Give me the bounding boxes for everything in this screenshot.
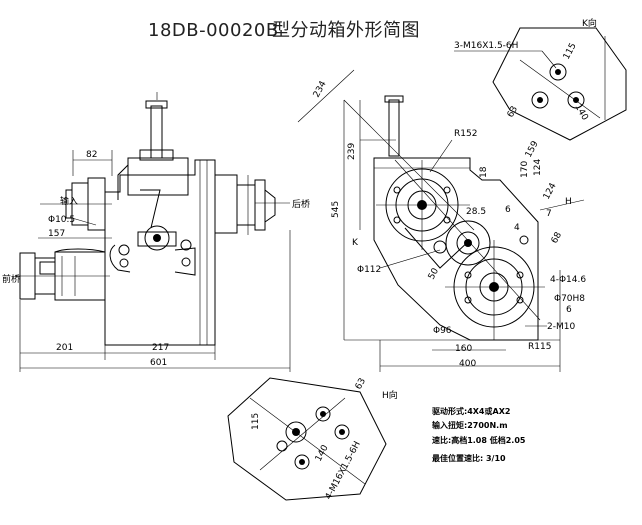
dim-285: 28.5	[466, 207, 486, 217]
dim-6b: 6	[566, 305, 572, 315]
dim-holes-146: 4-Φ14.6	[550, 275, 586, 285]
dim-234: 234	[312, 79, 329, 99]
k-view-dim-115: 115	[562, 42, 579, 62]
dim-601: 601	[150, 358, 167, 368]
dim-68: 68	[550, 230, 564, 245]
k-view-thread: 3-M16X1.5-6H	[454, 41, 518, 51]
dim-159: 159	[524, 139, 541, 159]
spec-notes: 驱动形式:4X4或AX2 输入扭矩:2700N.m 速比:高档1.08 低档2.…	[432, 406, 526, 463]
dim-157: 157	[48, 229, 65, 239]
side-housing	[373, 157, 539, 341]
h-view: H向 115 140 63 4-M16X1.5-6H	[227, 377, 398, 501]
label-front-axle: 前桥	[2, 273, 20, 285]
dim-217: 217	[152, 343, 169, 353]
spec-line-2: 输入扭矩:2700N.m	[432, 420, 508, 430]
dim-7: 7	[546, 209, 552, 219]
spec-line-4: 最佳位置速比: 3/10	[432, 453, 506, 463]
dim-160: 160	[455, 344, 472, 354]
dim-r115: R115	[528, 342, 551, 352]
dim-82: 82	[86, 150, 97, 160]
top-cover	[127, 157, 189, 196]
main-housing	[104, 159, 216, 346]
h-view-body	[227, 377, 387, 501]
dim-201: 201	[56, 343, 73, 353]
dim-50: 50	[427, 266, 441, 281]
dim-124b: 124	[542, 181, 559, 201]
title-name: 型分动箱外形简图	[272, 20, 420, 41]
dim-400: 400	[459, 359, 476, 369]
dim-phi112: Φ112	[357, 265, 381, 275]
dim-phi96: Φ96	[433, 326, 452, 336]
label-rear-axle: 后桥	[292, 198, 310, 210]
title-model: 18DB-00020B	[148, 20, 279, 41]
label-input: 输入	[60, 195, 78, 207]
dim-phi70h8: Φ70H8	[554, 294, 585, 304]
spec-line-3: 速比:高档1.08 低档2.05	[432, 435, 526, 445]
h-view-dim-115: 115	[251, 413, 261, 430]
dim-4: 4	[514, 223, 520, 233]
dim-124a: 124	[533, 159, 543, 176]
k-view: K向 3-M16X1.5-6H 115 140 63	[454, 17, 627, 141]
h-view-dim-140: 140	[314, 443, 331, 463]
side-view: 234 239 545 R152 170 124 159 124 28.5 18…	[297, 69, 586, 372]
dim-2m10: 2-M10	[547, 322, 575, 332]
h-view-dim-63: 63	[354, 377, 368, 392]
spec-line-1: 驱动形式:4X4或AX2	[432, 406, 510, 416]
front-view: 82 157 Φ10.5 输入 后桥 前桥 201 217 601	[2, 92, 310, 372]
h-view-title: H向	[382, 389, 398, 401]
label-h: H	[565, 197, 572, 207]
k-view-body	[492, 27, 627, 141]
middle-gear	[445, 220, 491, 266]
dim-239: 239	[347, 143, 357, 160]
dim-18: 18	[479, 166, 489, 178]
k-view-dim-63: 63	[506, 105, 520, 120]
dim-r152: R152	[454, 129, 477, 139]
dim-545: 545	[331, 201, 341, 218]
dim-170: 170	[520, 161, 530, 178]
k-view-title: K向	[582, 17, 597, 29]
dim-phi105: Φ10.5	[48, 215, 75, 225]
label-k: K	[352, 238, 359, 248]
dim-6: 6	[505, 205, 511, 215]
k-view-dim-140: 140	[572, 103, 589, 123]
